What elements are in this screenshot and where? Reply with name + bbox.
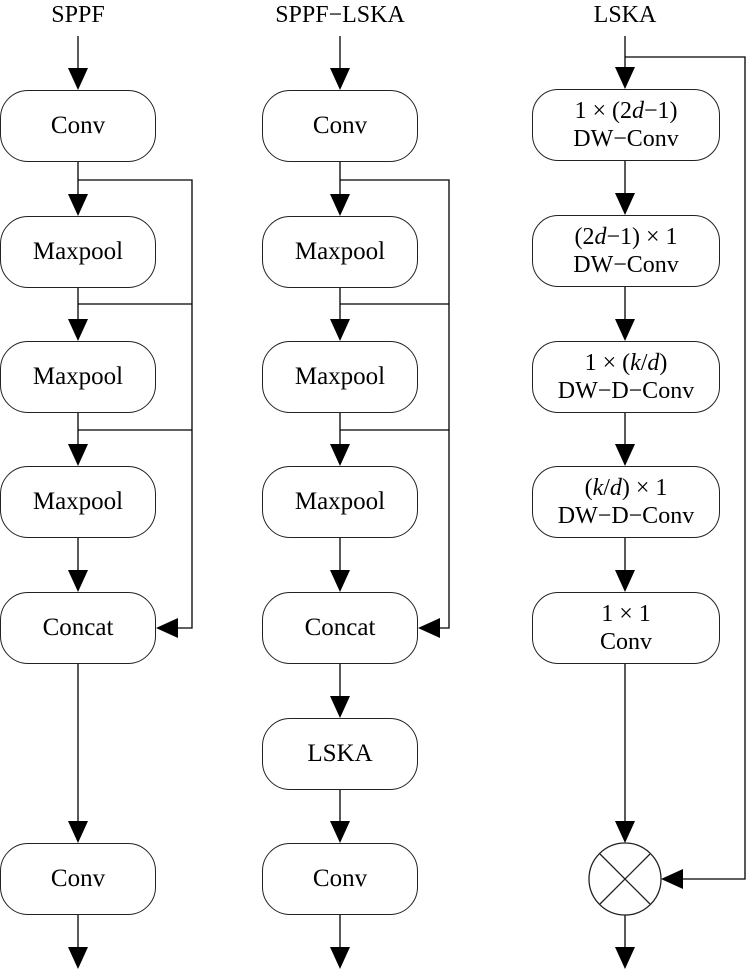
sppf-conv-out: Conv — [0, 843, 156, 915]
sppf-lska-maxpool-2: Maxpool — [262, 341, 418, 413]
arrow-down-icon — [615, 444, 635, 466]
sppf-concat: Concat — [0, 592, 156, 664]
title-sppf-lska: SPPF−LSKA — [275, 2, 405, 28]
arrow-down-icon — [615, 319, 635, 341]
sppf-lska-lska-block: LSKA — [262, 718, 418, 790]
sppf-maxpool-2: Maxpool — [0, 341, 156, 413]
arrow-down-icon — [330, 821, 350, 843]
sppf-maxpool-3: Maxpool — [0, 466, 156, 538]
arrow-down-icon — [68, 194, 88, 216]
sppf-input-arrow-icon — [68, 68, 88, 90]
sppf-lska-concat: Concat — [262, 592, 418, 664]
sppf-lska-conv-out: Conv — [262, 843, 418, 915]
arrow-down-icon — [68, 821, 88, 843]
sppf-lska-concat-arrow-icon — [418, 618, 440, 638]
arrow-down-icon — [615, 821, 635, 843]
lska-residual-line — [625, 56, 746, 880]
multiply-node — [588, 842, 662, 916]
sppf-lska-conv-in: Conv — [262, 90, 418, 162]
title-lska: LSKA — [593, 2, 657, 28]
sppf-lska-maxpool-1: Maxpool — [262, 216, 418, 288]
arrow-down-icon — [330, 319, 350, 341]
title-sppf: SPPF — [51, 2, 105, 28]
sppf-concat-arrow-icon — [156, 618, 178, 638]
sppf-maxpool-1: Maxpool — [0, 216, 156, 288]
arrow-down-icon — [330, 444, 350, 466]
lska-dw-conv-horizontal: 1 × (2d−1)DW−Conv — [532, 89, 720, 161]
arrow-down-icon — [615, 193, 635, 215]
arrow-down-icon — [68, 444, 88, 466]
sppf-lska-skip-bus — [340, 179, 450, 629]
sppf-lska-maxpool-3: Maxpool — [262, 466, 418, 538]
lska-input-arrow-icon — [615, 67, 635, 89]
lska-dw-d-conv-horizontal: 1 × (k/d)DW−D−Conv — [532, 341, 720, 413]
lska-output-arrow-icon — [615, 947, 635, 969]
sppf-lska-output-arrow-icon — [330, 947, 350, 969]
arrow-down-icon — [330, 570, 350, 592]
lska-residual-arrow-icon — [661, 869, 683, 889]
arrow-down-icon — [68, 570, 88, 592]
sppf-skip-bus — [78, 179, 193, 629]
sppf-lska-input-arrow-icon — [330, 68, 350, 90]
arrow-down-icon — [330, 696, 350, 718]
sppf-conv-in: Conv — [0, 90, 156, 162]
arrow-down-icon — [68, 319, 88, 341]
sppf-output-arrow-icon — [68, 947, 88, 969]
arrow-down-icon — [615, 570, 635, 592]
arrow-down-icon — [330, 194, 350, 216]
